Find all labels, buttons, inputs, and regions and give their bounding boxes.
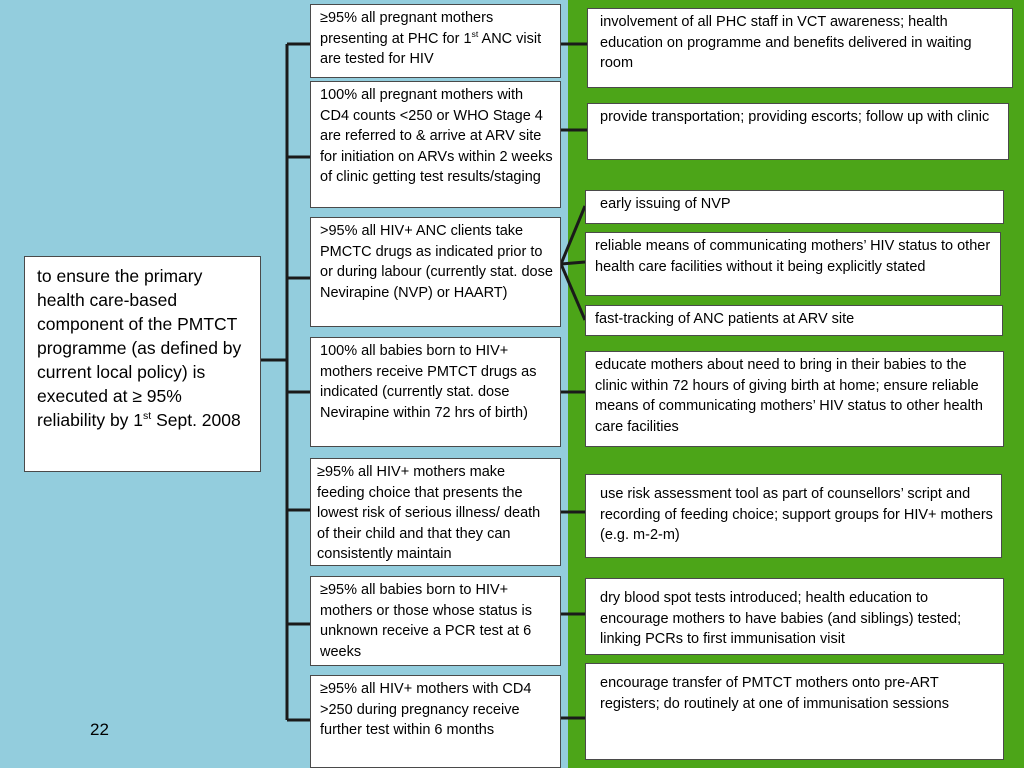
objective-box-5: ≥95% all HIV+ mothers make feeding choic… [310, 458, 561, 566]
intervention-box-4: reliable means of communicating mothers’… [585, 232, 1001, 296]
objective-box-1: ≥95% all pregnant mothers presenting at … [310, 4, 561, 78]
intervention-box-9: encourage transfer of PMTCT mothers onto… [585, 663, 1004, 760]
intervention-4-text: reliable means of communicating mothers’… [595, 238, 991, 275]
objective-box-7: ≥95% all HIV+ mothers with CD4 >250 duri… [310, 675, 561, 768]
intervention-box-6: educate mothers about need to bring in t… [585, 351, 1004, 447]
objective-1-text-end: ANC visit are tested for HIV [320, 30, 542, 68]
main-goal-text-start: to ensure the primary health care-based … [37, 266, 242, 430]
objective-5-text: ≥95% all HIV+ mothers make feeding choic… [317, 464, 541, 562]
intervention-9-text: encourage transfer of PMTCT mothers onto… [600, 675, 949, 712]
intervention-3-text: early issuing of NVP [600, 196, 731, 212]
intervention-box-8: dry blood spot tests introduced; health … [585, 578, 1004, 655]
intervention-2-text: provide transportation; providing escort… [600, 109, 990, 125]
intervention-box-2: provide transportation; providing escort… [587, 103, 1009, 160]
connector-link-3c [559, 263, 587, 321]
intervention-7-text: use risk assessment tool as part of coun… [600, 486, 993, 543]
main-goal-box: to ensure the primary health care-based … [24, 256, 261, 472]
objective-2-text: 100% all pregnant mothers with CD4 count… [320, 87, 553, 185]
objective-1-text-start: ≥95% all pregnant mothers presenting at … [320, 10, 494, 47]
intervention-box-3: early issuing of NVP [585, 190, 1004, 224]
objective-7-text: ≥95% all HIV+ mothers with CD4 >250 duri… [320, 681, 532, 738]
connector-link-3a [559, 205, 587, 265]
main-goal-text-end: Sept. 2008 [151, 410, 241, 430]
objective-4-text: 100% all babies born to HIV+ mothers rec… [320, 343, 537, 421]
intervention-6-text: educate mothers about need to bring in t… [595, 357, 983, 435]
intervention-box-7: use risk assessment tool as part of coun… [585, 474, 1002, 558]
main-goal-ordinal: st [143, 410, 152, 423]
intervention-8-text: dry blood spot tests introduced; health … [600, 590, 962, 647]
intervention-box-1: involvement of all PHC staff in VCT awar… [587, 8, 1013, 88]
objective-box-3: >95% all HIV+ ANC clients take PMCTC dru… [310, 217, 561, 327]
objective-box-6: ≥95% all babies born to HIV+ mothers or … [310, 576, 561, 666]
objective-6-text: ≥95% all babies born to HIV+ mothers or … [320, 582, 532, 660]
objective-3-text: >95% all HIV+ ANC clients take PMCTC dru… [320, 223, 553, 301]
objective-1-ordinal: st [471, 28, 479, 39]
intervention-1-text: involvement of all PHC staff in VCT awar… [600, 14, 972, 71]
connector-link-3b [560, 260, 586, 266]
intervention-box-5: fast-tracking of ANC patients at ARV sit… [585, 305, 1003, 336]
intervention-5-text: fast-tracking of ANC patients at ARV sit… [595, 311, 855, 327]
objective-box-2: 100% all pregnant mothers with CD4 count… [310, 81, 561, 208]
page-number: 22 [90, 720, 109, 739]
objective-box-4: 100% all babies born to HIV+ mothers rec… [310, 337, 561, 447]
